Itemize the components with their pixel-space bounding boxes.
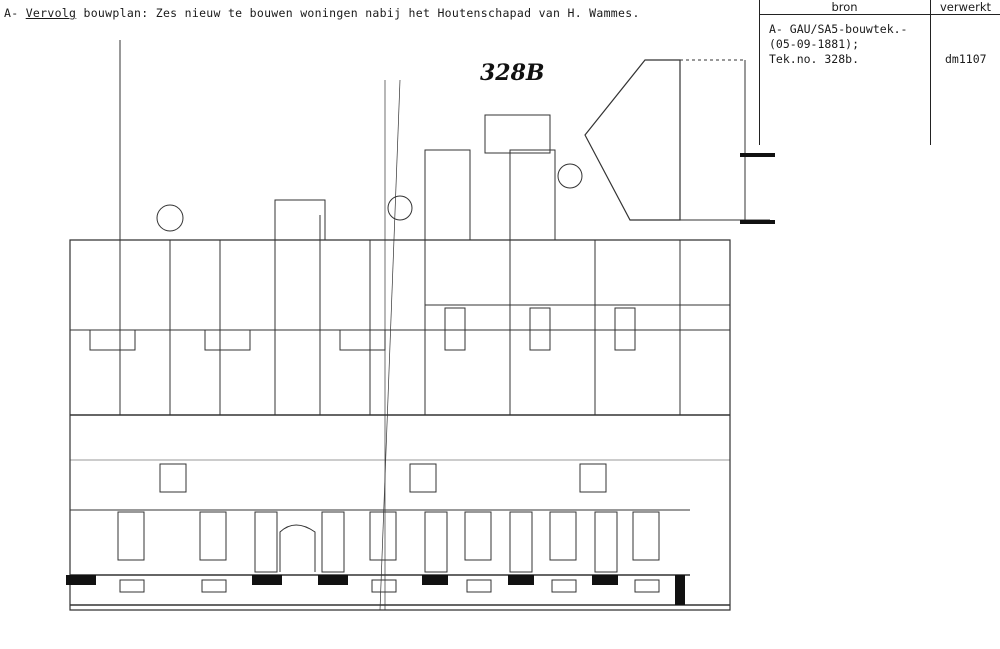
bron-value: A- GAU/SA5-bouwtek.- (05-09-1881); Tek.n… <box>769 22 908 66</box>
heading-rest: bouwplan: Zes nieuw te bouwen woningen n… <box>76 6 640 20</box>
heading-underlined-word: Vervolg <box>25 6 77 20</box>
staircase <box>614 307 636 351</box>
source-table: bron verwerkt A- GAU/SA5-bouwtek.- (05-0… <box>759 0 1000 145</box>
basement-piers <box>66 153 775 605</box>
sheet-number: 328B <box>480 60 545 86</box>
staircase <box>89 329 136 351</box>
staircase <box>444 307 466 351</box>
document-heading: A- Vervolg bouwplan: Zes nieuw te bouwen… <box>4 6 640 20</box>
architectural-drawing: 328B <box>66 40 775 611</box>
floor-plan-outline <box>69 239 731 611</box>
rear-annex-left <box>274 199 326 240</box>
cistern-box <box>484 114 551 154</box>
verwerkt-value: dm1107 <box>945 52 987 66</box>
front-facade <box>70 463 730 606</box>
rear-annex-mid <box>424 149 471 240</box>
column-header-bron: bron <box>831 0 858 14</box>
staircase <box>529 307 551 351</box>
column-header-verwerkt: verwerkt <box>940 0 991 14</box>
heading-prefix: A- <box>4 6 19 20</box>
rear-annex-right <box>509 149 556 240</box>
roof-section <box>584 59 681 221</box>
staircase <box>339 329 386 351</box>
staircase <box>204 329 251 351</box>
